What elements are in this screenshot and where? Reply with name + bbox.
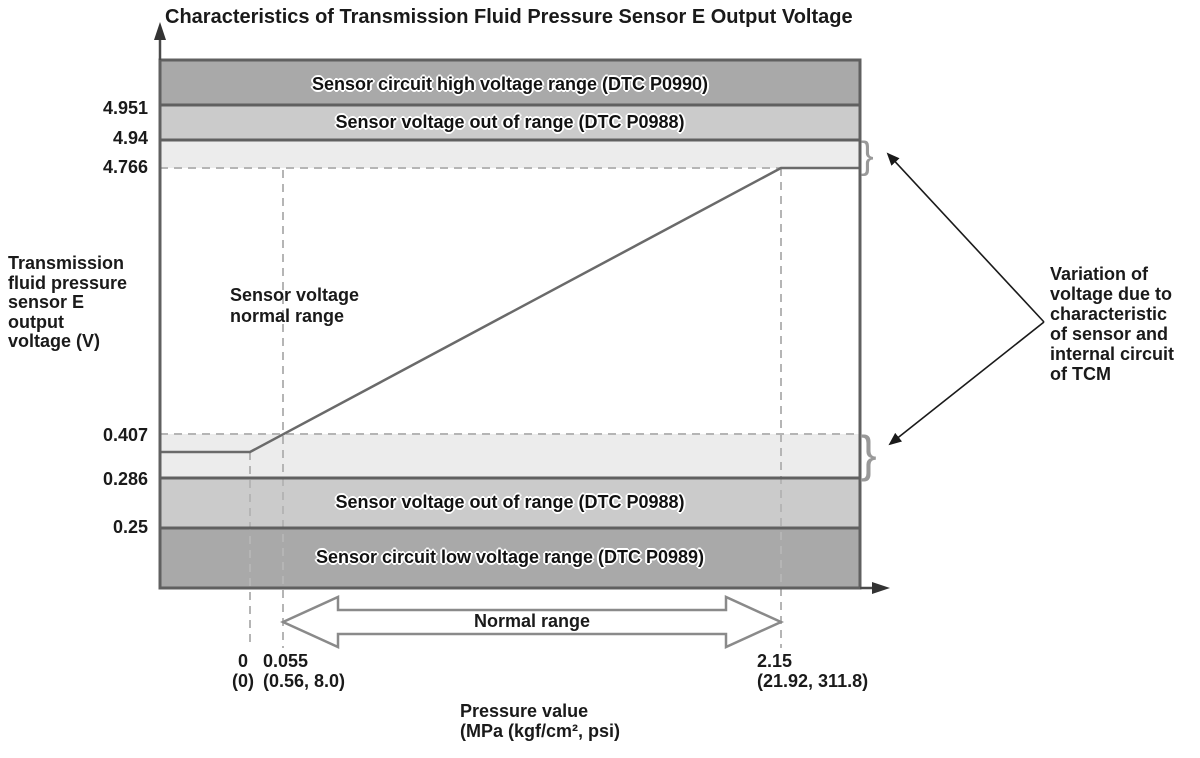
band-label-high: Sensor circuit high voltage range (DTC P…: [311, 74, 709, 94]
x-tick-alt: (0): [232, 670, 254, 691]
variation-line: of sensor and: [1050, 324, 1169, 344]
x-axis-label-line: Pressure value: [460, 701, 589, 721]
band-out-of-range-high: [160, 105, 860, 140]
annotation-line: normal range: [230, 306, 345, 326]
variation-line: voltage due to: [1050, 284, 1173, 304]
sensor-output-line: [160, 166, 860, 454]
brace-top-icon: }: [861, 135, 874, 177]
variation-callout-label: Variation of voltage due to characterist…: [1050, 264, 1200, 384]
x-tick-value: 0: [237, 651, 248, 671]
y-axis-label-line: fluid pressure: [8, 272, 128, 293]
brace-bottom-icon: }: [860, 426, 877, 482]
x-tick-value: 2.15: [757, 651, 793, 671]
plot-box: [158, 58, 862, 590]
variation-arrow-top-icon: [886, 152, 1045, 323]
y-axis-label-line: Transmission: [8, 253, 125, 273]
band-variation-top: [160, 140, 860, 168]
x-tick-alt: (0.56, 8.0): [263, 670, 346, 691]
y-tick-4766: 4.766: [102, 157, 148, 177]
x-tick-value: 0.055: [263, 651, 309, 671]
annotation-line: Sensor voltage: [230, 285, 360, 305]
y-axis-label-line: sensor E: [8, 292, 85, 312]
band-variation-bottom: [160, 434, 860, 478]
y-axis-label-line: voltage (V): [8, 331, 101, 351]
y-tick-4951: 4.951: [102, 98, 148, 118]
variation-arrow-bottom-icon: [888, 321, 1045, 446]
y-tick-494: 4.94: [112, 128, 148, 148]
band-label-out-low: Sensor voltage out of range (DTC P0988): [335, 492, 685, 512]
y-tick-0286: 0.286: [102, 469, 148, 489]
y-axis-label-line: output: [8, 311, 64, 332]
variation-line: internal circuit: [1050, 344, 1175, 364]
x-tick-0055: 0.055 (0.56, 8.0): [263, 651, 346, 691]
band-out-of-range-low: [160, 478, 860, 528]
y-tick-025: 0.25: [112, 517, 148, 537]
y-tick-0407: 0.407: [102, 425, 148, 445]
variation-line: of TCM: [1050, 364, 1111, 384]
x-tick-215: 2.15 (21.92, 311.8): [757, 651, 869, 691]
normal-range-arrow-label: Normal range: [473, 611, 591, 631]
variation-line: characteristic: [1050, 304, 1168, 324]
x-axis-label-line: (MPa (kgf/cm², psi): [460, 721, 621, 741]
sensor-voltage-normal-range-label: Sensor voltage normal range: [230, 285, 359, 327]
band-label-low: Sensor circuit low voltage range (DTC P0…: [315, 547, 705, 567]
band-label-out-high: Sensor voltage out of range (DTC P0988): [335, 112, 685, 132]
y-axis-arrowhead-icon: [154, 22, 166, 40]
y-axis-label: Transmission fluid pressure sensor E out…: [8, 253, 128, 352]
x-axis-arrowhead-icon: [872, 582, 890, 594]
x-tick-0: 0 (0): [226, 651, 260, 691]
band-high-voltage-range: [160, 61, 860, 105]
normal-range-arrow-icon: [279, 595, 785, 649]
chart-title: Characteristics of Transmission Fluid Pr…: [165, 6, 853, 28]
variation-line: Variation of: [1050, 264, 1149, 284]
band-low-voltage-range: [160, 528, 860, 587]
x-tick-alt: (21.92, 311.8): [757, 670, 869, 691]
x-axis-label: Pressure value (MPa (kgf/cm², psi): [460, 701, 620, 741]
